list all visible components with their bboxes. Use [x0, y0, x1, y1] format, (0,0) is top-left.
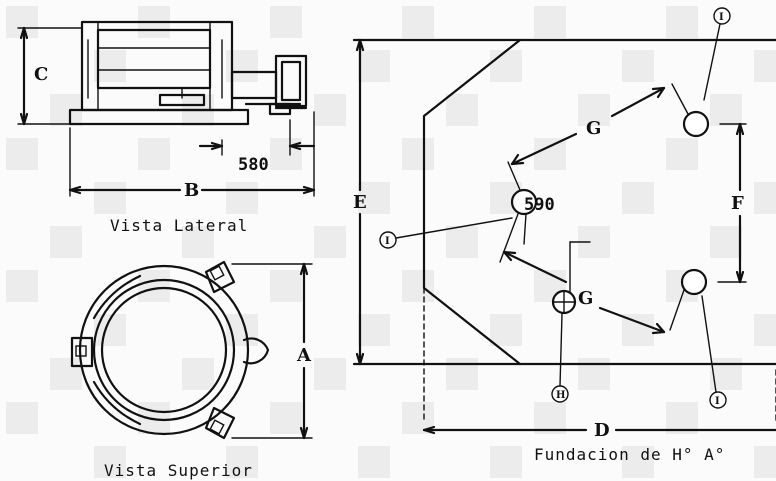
watermark-cell	[6, 270, 38, 302]
watermark-cell	[710, 226, 742, 258]
watermark-cell	[270, 402, 302, 434]
watermark-cell	[94, 182, 126, 214]
watermark-cell	[50, 226, 82, 258]
watermark-cell	[358, 182, 390, 214]
bubble-i-left: I	[385, 236, 390, 247]
dim-label-g-top: G	[586, 118, 601, 139]
watermark-cell	[226, 446, 258, 478]
dim-label-d: D	[594, 420, 610, 441]
watermark-cell	[490, 446, 522, 478]
watermark-cell	[754, 50, 776, 82]
watermark-cell	[138, 138, 170, 170]
watermark-cell	[534, 402, 566, 434]
watermark-cell	[490, 50, 522, 82]
dim-label-e: E	[353, 192, 367, 213]
watermark-cell	[358, 314, 390, 346]
watermark-cell	[94, 50, 126, 82]
watermark-cell	[6, 402, 38, 434]
watermark-cell	[490, 314, 522, 346]
watermark-cell	[578, 94, 610, 126]
watermark-cell	[182, 358, 214, 390]
watermark-cell	[6, 138, 38, 170]
watermark-cell	[358, 50, 390, 82]
dim-label-580: 580	[238, 155, 269, 175]
watermark-cell	[50, 358, 82, 390]
watermark-cell	[402, 270, 434, 302]
watermark-cell	[270, 6, 302, 38]
watermark-cell	[446, 226, 478, 258]
dim-label-b: B	[184, 180, 199, 201]
dim-label-f: F	[731, 193, 744, 214]
watermark-cell	[666, 6, 698, 38]
watermark-cell	[182, 226, 214, 258]
watermark-cell	[534, 6, 566, 38]
watermark-cell	[446, 94, 478, 126]
watermark-cell	[94, 446, 126, 478]
dim-label-a: A	[296, 345, 312, 366]
dim-label-c: C	[34, 64, 48, 85]
watermark-cell	[314, 94, 346, 126]
top-view: A Vista Superior	[70, 260, 313, 480]
watermark-cell	[666, 402, 698, 434]
bubble-i-bottom: I	[715, 396, 720, 407]
watermark-cell	[314, 358, 346, 390]
watermark-cell	[402, 6, 434, 38]
watermark-cell	[622, 182, 654, 214]
caption-foundation: Fundacion de H° A°	[534, 445, 725, 464]
watermark-cell	[710, 94, 742, 126]
caption-top-view: Vista Superior	[104, 461, 253, 480]
bubble-h: H	[556, 390, 565, 401]
watermark-cell	[666, 138, 698, 170]
bubble-i-top: I	[719, 12, 724, 23]
watermark-cell	[314, 226, 346, 258]
watermark-cell	[622, 446, 654, 478]
watermark-cell	[226, 182, 258, 214]
watermark-cell	[622, 50, 654, 82]
watermark-cell	[358, 446, 390, 478]
foundation-view: E F G 590 G	[352, 7, 776, 464]
watermark-cell	[534, 138, 566, 170]
watermark-cell	[754, 446, 776, 478]
watermark-cell	[138, 270, 170, 302]
dim-label-590: 590	[524, 195, 555, 215]
side-view: C 580 B Vista Lateral	[17, 20, 316, 235]
dim-label-g-mid: G	[578, 288, 593, 309]
watermark-cell	[270, 270, 302, 302]
watermark-cell	[754, 182, 776, 214]
watermark-cell	[402, 138, 434, 170]
caption-side-view: Vista Lateral	[110, 216, 248, 235]
watermark-cell	[754, 314, 776, 346]
